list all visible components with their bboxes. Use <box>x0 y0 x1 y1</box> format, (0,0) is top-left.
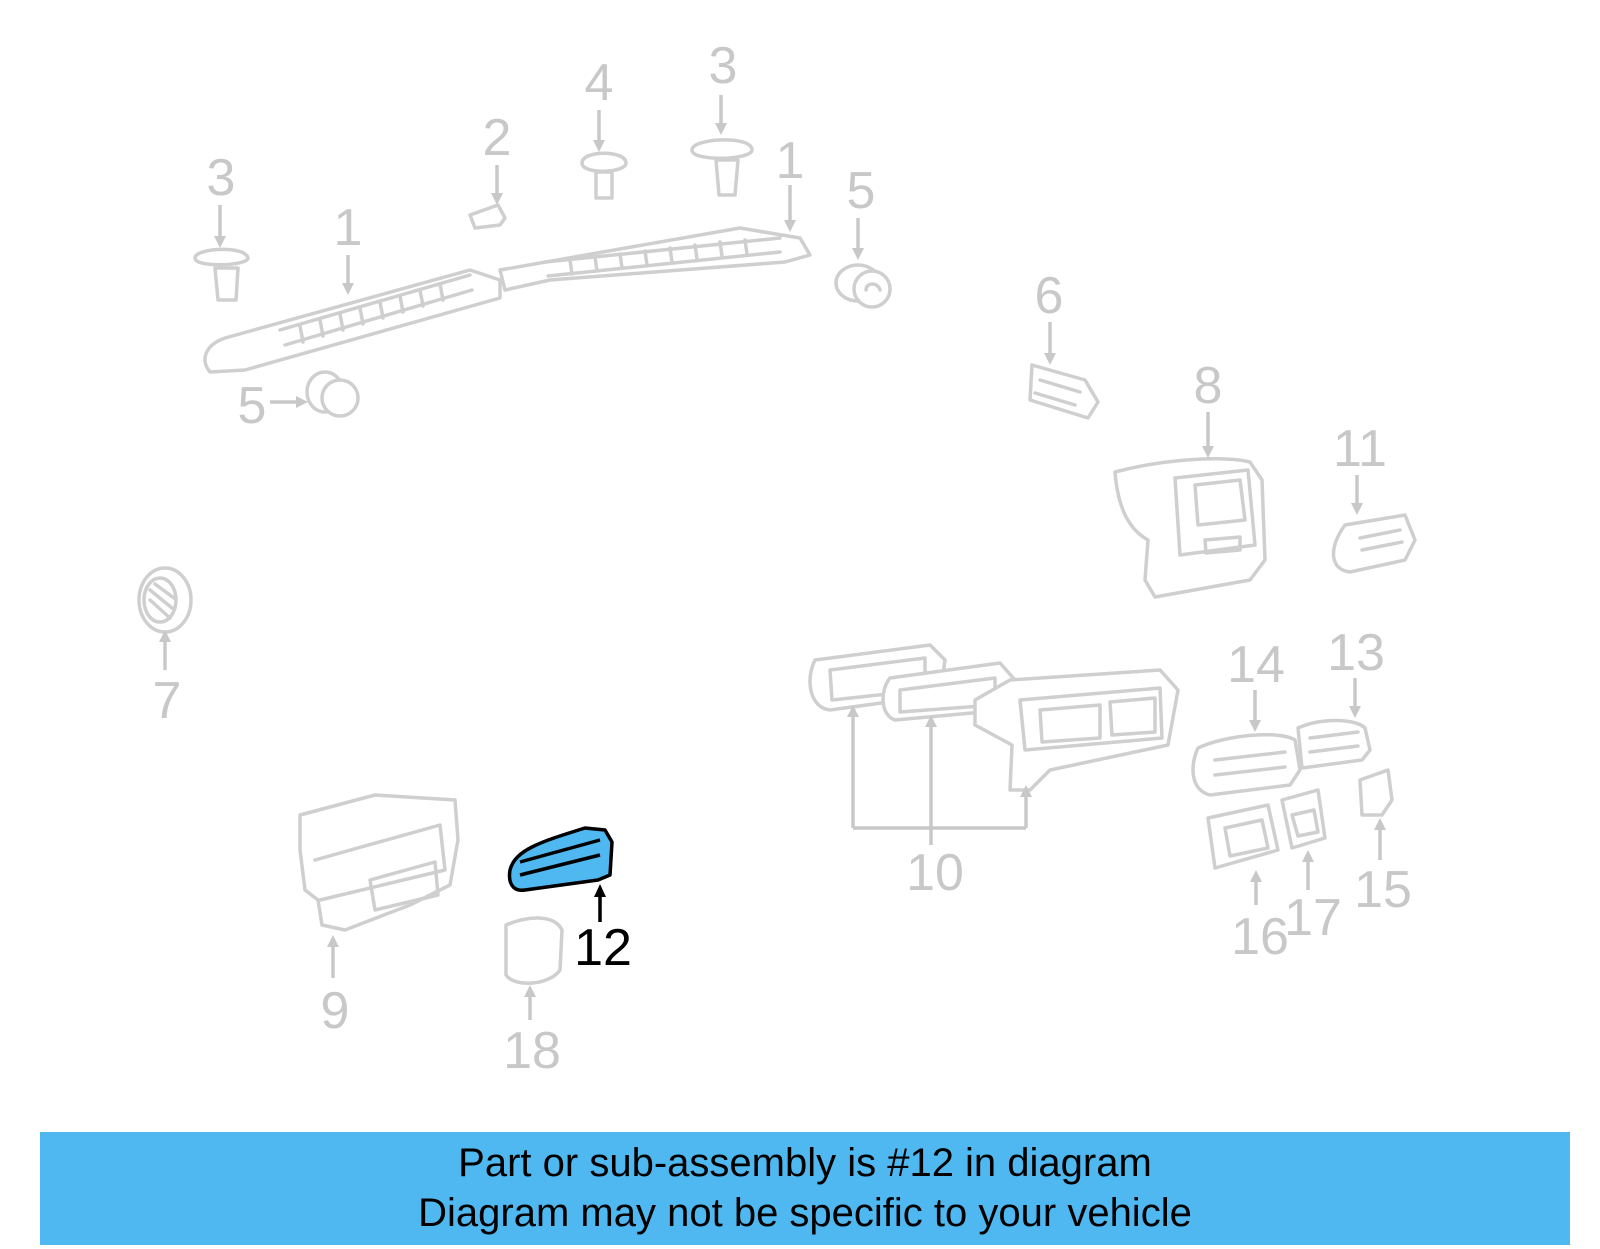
callout-13: 13 <box>1327 624 1385 682</box>
callout-17: 17 <box>1284 889 1342 947</box>
part-2-clip <box>468 203 507 230</box>
part-6-vent <box>1028 363 1100 420</box>
callout-9: 9 <box>321 982 350 1040</box>
callout-10: 10 <box>906 844 964 902</box>
part-4-clip <box>580 151 628 200</box>
callout-16: 16 <box>1231 908 1289 966</box>
caption-line-disclaimer: Diagram may not be specific to your vehi… <box>418 1191 1192 1235</box>
callout-18: 18 <box>503 1022 561 1080</box>
callout-arrows <box>159 95 1386 1020</box>
part-9-housing <box>298 793 460 932</box>
callout-8: 8 <box>1194 357 1223 415</box>
part-5-grommet-left <box>305 370 360 418</box>
part-18-cover <box>504 916 564 985</box>
callout-5-right: 5 <box>847 162 876 220</box>
callout-4: 4 <box>585 54 614 112</box>
part-8-center-bezel <box>1113 457 1267 599</box>
caption-banner: Part or sub-assembly is #12 in diagram D… <box>40 1132 1570 1245</box>
part-10-vent-group <box>808 643 1180 792</box>
caption-line-part-number: Part or sub-assembly is #12 in diagram <box>458 1141 1152 1185</box>
part-3-left-clip <box>193 247 250 302</box>
callout-1-right: 1 <box>776 132 805 190</box>
part-1-right-garnish <box>498 226 812 292</box>
callout-3-right: 3 <box>709 37 738 95</box>
callout-6: 6 <box>1035 267 1064 325</box>
callout-12-highlighted: 12 <box>574 919 632 977</box>
callout-14: 14 <box>1227 636 1285 694</box>
callout-15: 15 <box>1354 861 1412 919</box>
part-5-grommet-right <box>834 263 892 309</box>
callout-11: 11 <box>1333 420 1387 478</box>
part-14-vent <box>1191 732 1302 797</box>
part-7-round-vent <box>137 566 193 634</box>
callout-5-left: 5 <box>238 377 267 435</box>
part-16-panel <box>1206 803 1280 870</box>
callout-3-left: 3 <box>207 149 236 207</box>
part-1-left-garnish <box>203 268 502 374</box>
callout-1-left: 1 <box>334 199 363 257</box>
part-15-bracket <box>1358 768 1394 817</box>
part-11-vent <box>1331 513 1417 574</box>
callout-7: 7 <box>153 672 182 730</box>
part-3-right-clip <box>690 138 754 197</box>
part-17-switch <box>1280 788 1327 850</box>
callout-labels: 1 1 2 3 3 4 5 5 6 7 8 9 10 11 12 13 14 1… <box>153 37 1412 1080</box>
part-13-vent <box>1296 718 1372 770</box>
callout-2: 2 <box>483 109 512 167</box>
part-12-highlighted <box>507 826 614 892</box>
